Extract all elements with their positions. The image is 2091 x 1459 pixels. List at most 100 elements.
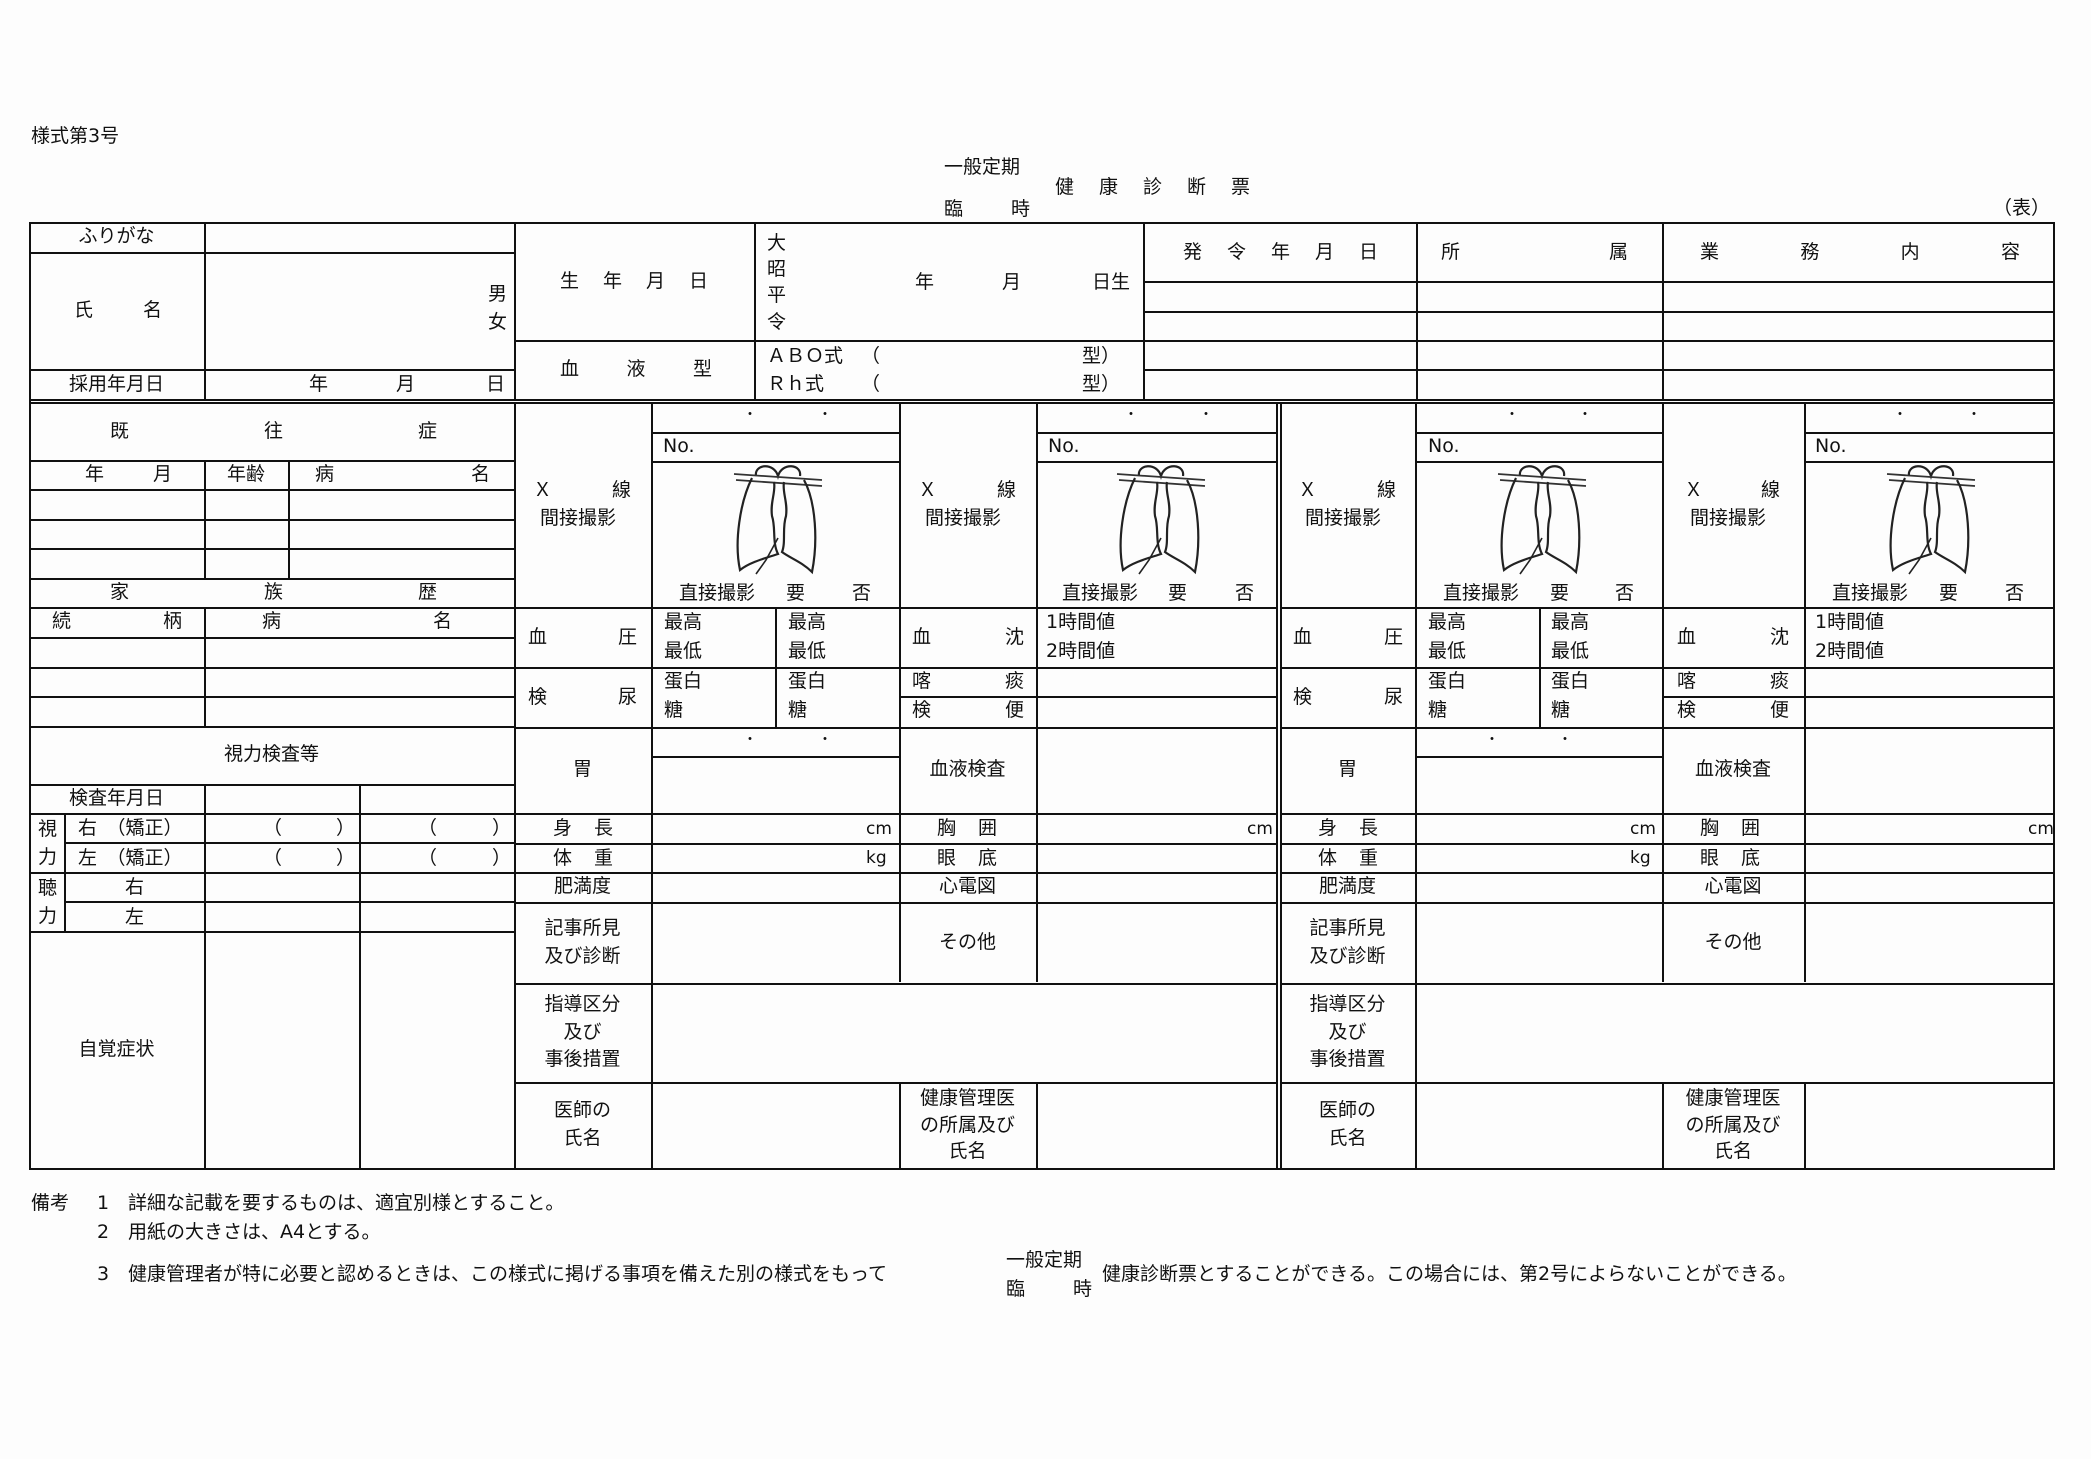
other-label: その他 bbox=[938, 930, 996, 953]
rh-close: 型） bbox=[1082, 373, 1121, 395]
chest-label: 胸囲 bbox=[1700, 817, 1760, 839]
height-label: 身長 bbox=[553, 817, 613, 839]
past-col-age: 年齢 bbox=[226, 462, 265, 485]
urine-sugar: 糖 bbox=[664, 699, 684, 721]
stomach-label: 胃 bbox=[572, 758, 592, 781]
ecg-label: 心電図 bbox=[1704, 875, 1762, 898]
vision-label: 視力 bbox=[38, 818, 58, 868]
title-type-temp-left: 臨 bbox=[944, 198, 964, 220]
direct-xray-required[interactable]: 要 bbox=[1550, 582, 1570, 604]
direct-xray-not-required[interactable]: 否 bbox=[852, 582, 872, 604]
stool-label-1: 検 bbox=[912, 699, 932, 721]
findings-label: 記事所見及び診断 bbox=[1309, 916, 1386, 967]
esr-2h: 2時間値 bbox=[1046, 640, 1116, 662]
bp-max: 最高 bbox=[664, 611, 703, 633]
esr-2h: 2時間値 bbox=[1815, 640, 1885, 662]
esr-1h: 1時間値 bbox=[1046, 611, 1116, 633]
urine-sugar-2: 糖 bbox=[1551, 699, 1571, 721]
bp-label-1: 血 bbox=[528, 626, 548, 648]
direct-xray-not-required[interactable]: 否 bbox=[2005, 582, 2025, 604]
fundus-label: 眼底 bbox=[1700, 847, 1760, 869]
height-label: 身長 bbox=[1318, 817, 1378, 839]
paren-close: ） bbox=[492, 817, 512, 839]
sputum-label-2: 痰 bbox=[1005, 670, 1025, 692]
direct-xray-required[interactable]: 要 bbox=[1168, 582, 1188, 604]
direct-xray-not-required[interactable]: 否 bbox=[1615, 582, 1635, 604]
chest-unit: cm bbox=[2028, 819, 2054, 839]
abo-close: 型） bbox=[1082, 345, 1121, 367]
sputum-label-2: 痰 bbox=[1770, 670, 1790, 692]
date-dot-2: ・ bbox=[818, 732, 832, 748]
xray-label-x: Ｘ bbox=[918, 479, 938, 501]
direct-xray-required[interactable]: 要 bbox=[786, 582, 806, 604]
xray-indirect-label: 間接撮影 bbox=[1690, 507, 1767, 529]
date-dot-1: ・ bbox=[743, 407, 757, 423]
lungs-diagram-icon bbox=[1885, 465, 1977, 576]
sex-options[interactable]: 男女 bbox=[488, 283, 508, 333]
direct-xray-not-required[interactable]: 否 bbox=[1235, 582, 1255, 604]
xray-label-line: 線 bbox=[997, 479, 1017, 501]
chest-unit: cm bbox=[1247, 819, 1273, 839]
note-number: 3 bbox=[97, 1263, 110, 1285]
furigana-field[interactable] bbox=[206, 224, 512, 251]
rh-label: Ｒｈ式 bbox=[767, 373, 825, 395]
urine-protein-2: 蛋白 bbox=[788, 670, 827, 692]
paren-open: （ bbox=[418, 817, 438, 839]
paren-open: （ bbox=[418, 847, 438, 869]
paren-open: （ bbox=[263, 847, 283, 869]
exam-date-label: 検査年月日 bbox=[68, 786, 164, 809]
xray-indirect-label: 間接撮影 bbox=[925, 507, 1002, 529]
weight-label: 体重 bbox=[553, 847, 613, 869]
note-text: 詳細な記載を要するものは、適宜別様とすること。 bbox=[128, 1192, 565, 1214]
date-dot-1: ・ bbox=[1893, 407, 1907, 423]
xray-label-line: 線 bbox=[612, 479, 632, 501]
esr-1h: 1時間値 bbox=[1815, 611, 1885, 633]
direct-xray-label: 直接撮影 bbox=[1832, 582, 1909, 604]
bp-label-2: 圧 bbox=[618, 626, 638, 648]
past-col-year-month: 年月 bbox=[85, 463, 172, 485]
side-label: （表） bbox=[1993, 197, 2051, 219]
abo-open: （ bbox=[861, 345, 881, 367]
name-label: 氏名 bbox=[74, 299, 162, 321]
direct-xray-label: 直接撮影 bbox=[679, 582, 756, 604]
hire-year-unit: 年 bbox=[309, 373, 329, 395]
direct-xray-label: 直接撮影 bbox=[1443, 582, 1520, 604]
esr-label-2: 沈 bbox=[1770, 626, 1790, 648]
esr-label-1: 血 bbox=[1677, 626, 1697, 648]
esr-label-1: 血 bbox=[912, 626, 932, 648]
date-dot-2: ・ bbox=[1558, 732, 1572, 748]
note-type-regular: 一般定期 bbox=[1006, 1249, 1083, 1271]
era-options[interactable]: 大昭平令 bbox=[767, 232, 787, 333]
form-number: 様式第3号 bbox=[31, 125, 120, 147]
date-dot-1: ・ bbox=[743, 732, 757, 748]
vision-header: 視力検査等 bbox=[223, 743, 319, 766]
direct-xray-label: 直接撮影 bbox=[1062, 582, 1139, 604]
xray-label-line: 線 bbox=[1377, 479, 1397, 501]
xray-indirect-label: 間接撮影 bbox=[540, 507, 617, 529]
xray-label-x: Ｘ bbox=[1684, 479, 1704, 501]
symptoms-label: 自覚症状 bbox=[78, 1037, 155, 1060]
dept-header: 所属 bbox=[1441, 241, 1628, 263]
date-dot-2: ・ bbox=[818, 407, 832, 423]
xray-label-line: 線 bbox=[1761, 479, 1781, 501]
note-text: 用紙の大きさは、A4とする。 bbox=[128, 1221, 381, 1243]
rh-open: （ bbox=[861, 373, 881, 395]
urine-protein-2: 蛋白 bbox=[1551, 670, 1590, 692]
urine-sugar: 糖 bbox=[1428, 699, 1448, 721]
title-type-temp-right: 時 bbox=[1011, 198, 1031, 220]
urine-sugar-2: 糖 bbox=[788, 699, 808, 721]
left-corrected-label: 左 （矯正） bbox=[78, 847, 183, 869]
paren-close: ） bbox=[336, 847, 356, 869]
esr-label-2: 沈 bbox=[1005, 626, 1025, 648]
name-field[interactable] bbox=[206, 254, 476, 368]
date-dot-2: ・ bbox=[1199, 407, 1213, 423]
bp-max-2: 最高 bbox=[788, 611, 827, 633]
lungs-diagram-icon bbox=[732, 465, 824, 576]
date-dot-2: ・ bbox=[1967, 407, 1981, 423]
stool-label-1: 検 bbox=[1677, 699, 1697, 721]
hire-month-unit: 月 bbox=[396, 373, 416, 395]
direct-xray-required[interactable]: 要 bbox=[1939, 582, 1959, 604]
hearing-label: 聴力 bbox=[38, 877, 58, 927]
paren-close: ） bbox=[336, 817, 356, 839]
xray-label-x: Ｘ bbox=[1298, 479, 1318, 501]
